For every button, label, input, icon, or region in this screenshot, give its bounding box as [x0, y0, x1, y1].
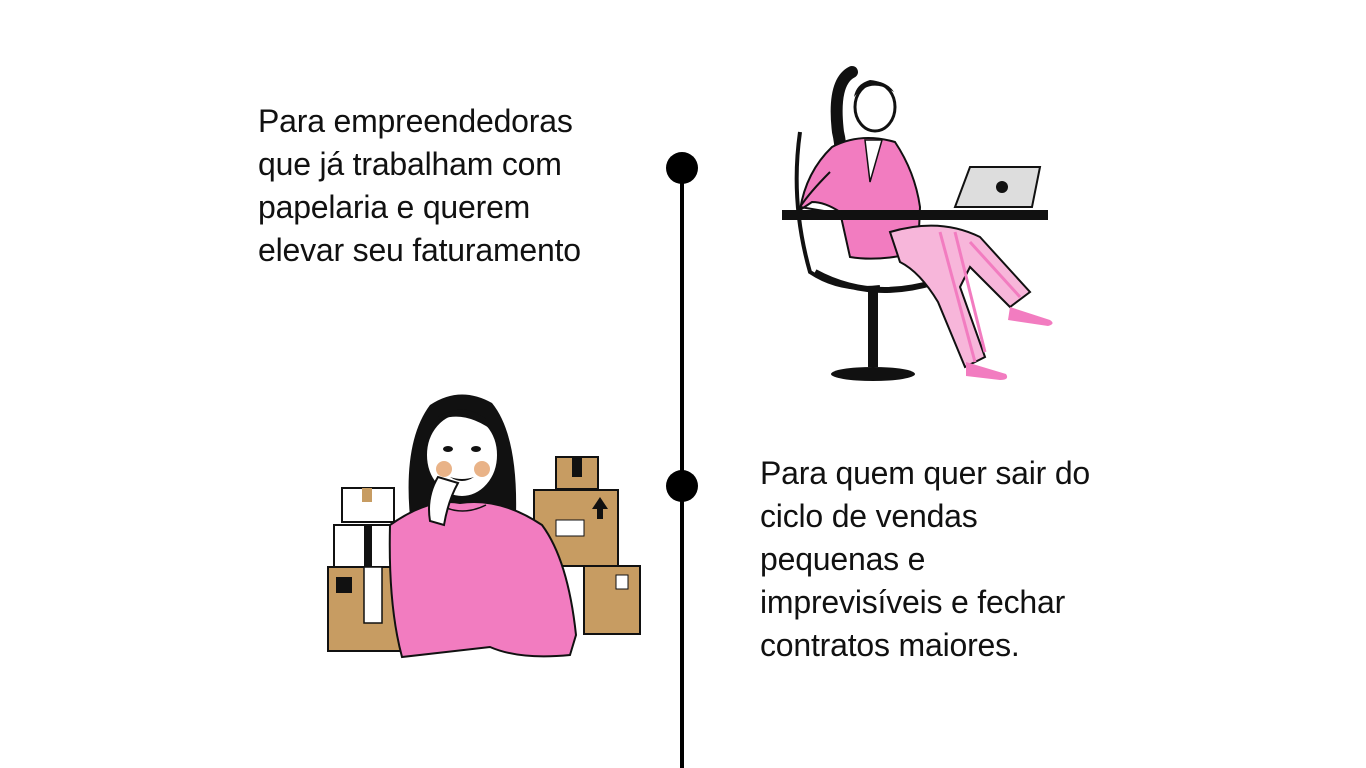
timeline-dot-2: [666, 470, 698, 502]
timeline-text-2: Para quem quer sair do ciclo de vendas p…: [760, 455, 1091, 663]
timeline-text-1: Para empreendedoras que já trabalham com…: [258, 103, 581, 268]
woman-with-boxes-icon: [327, 394, 641, 659]
woman-at-laptop-icon: [782, 66, 1053, 381]
timeline-line: [680, 168, 684, 768]
timeline-dot-1: [666, 152, 698, 184]
